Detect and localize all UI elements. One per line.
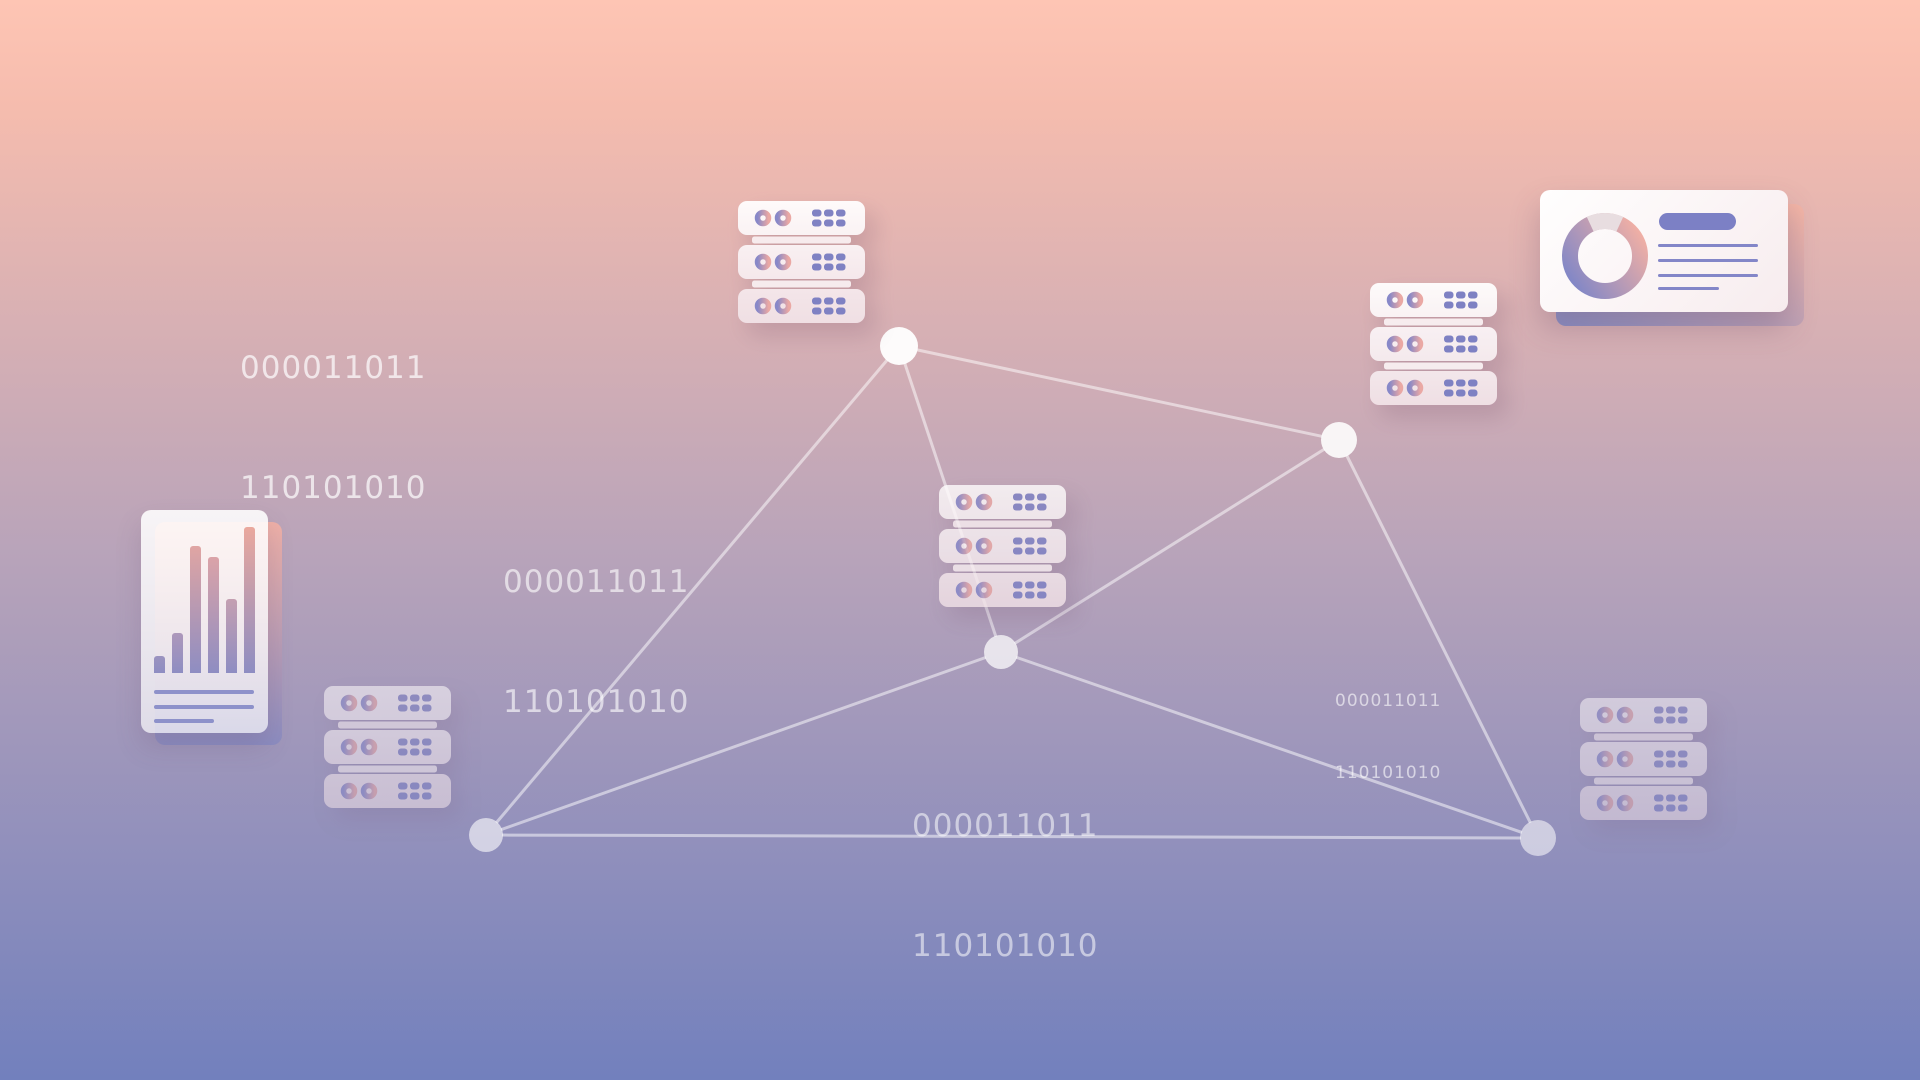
network-edge-B-C (1013, 447, 1326, 645)
dashboard-title-pill (1659, 213, 1736, 230)
server-left (324, 686, 451, 808)
dashboard-text-line-3 (1658, 274, 1758, 277)
server-rack-svg (1370, 283, 1497, 405)
server-center (939, 485, 1066, 607)
binary-line-1: 000011011 (503, 564, 690, 600)
network-node-D (469, 818, 503, 852)
binary-line-1: 000011011 (1335, 691, 1442, 711)
chart-bar-5 (226, 599, 237, 673)
chart-bar-6 (244, 527, 255, 673)
network-node-B (1321, 422, 1357, 458)
network-node-A (880, 327, 918, 365)
binary-code-label: 000011011 110101010 (240, 268, 427, 588)
server-rack-svg (324, 686, 451, 808)
dashboard-card (1540, 190, 1788, 312)
dashboard-text-line-4 (1658, 287, 1719, 290)
network-edge-C-D (500, 655, 987, 832)
server-bottom-right (1580, 698, 1707, 820)
network-edge-C-E (1015, 655, 1523, 834)
chart-text-line-3 (154, 719, 214, 723)
donut-chart-icon (1562, 213, 1648, 299)
network-edge-D-E (501, 833, 1522, 840)
network-edge-B-E (1345, 454, 1532, 824)
server-rack-svg (738, 201, 865, 323)
binary-code-label: 000011011 110101010 (503, 482, 690, 802)
binary-line-1: 000011011 (912, 808, 1099, 844)
chart-text-line-2 (154, 705, 254, 709)
network-edge-A-B (916, 348, 1323, 438)
binary-code-label: 000011011 110101010 (912, 726, 1099, 1046)
server-top-center (738, 201, 865, 323)
dashboard-text-line-1 (1658, 244, 1758, 247)
binary-line-2: 110101010 (240, 470, 427, 506)
binary-line-2: 110101010 (912, 928, 1099, 964)
server-rack-svg (1580, 698, 1707, 820)
server-upper-right (1370, 283, 1497, 405)
server-rack-svg (939, 485, 1066, 607)
chart-bar-2 (172, 633, 183, 673)
binary-line-2: 110101010 (1335, 763, 1442, 783)
dashboard-text-line-2 (1658, 259, 1758, 262)
network-node-E (1520, 820, 1556, 856)
chart-bar-4 (208, 557, 219, 673)
binary-line-2: 110101010 (503, 684, 690, 720)
network-node-C (984, 635, 1018, 669)
binary-line-1: 000011011 (240, 350, 427, 386)
binary-code-label: 000011011 110101010 (1335, 641, 1441, 833)
chart-text-line-1 (154, 690, 254, 694)
network-edge-A-D (495, 358, 889, 824)
chart-bar-3 (190, 546, 201, 673)
chart-bar-1 (154, 656, 165, 673)
bar-chart-card (141, 510, 268, 733)
